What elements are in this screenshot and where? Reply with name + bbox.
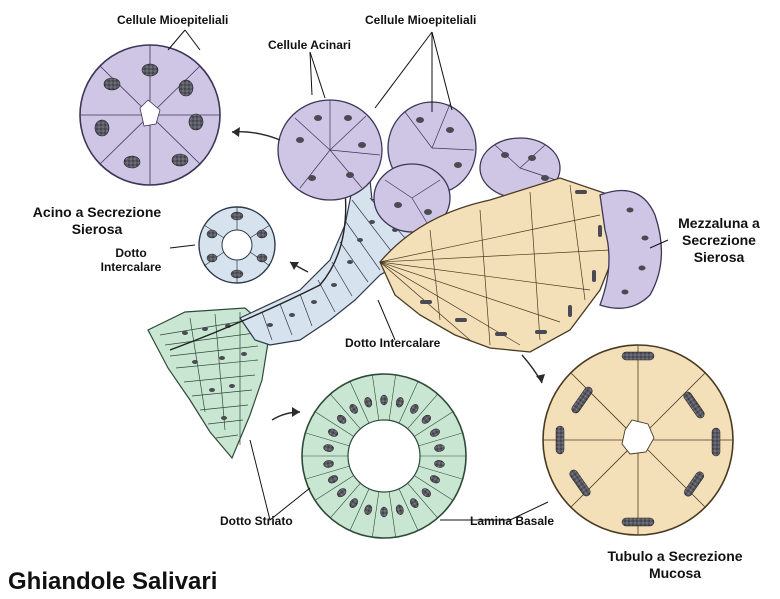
striated-duct-section [302, 374, 466, 538]
label-intercalated-duct-left-line2: Intercalare [95, 260, 167, 274]
serous-demilune-shape [600, 191, 661, 309]
intercalated-duct-section [199, 207, 275, 283]
label-serous-acinus-line1: Acino a Secrezione [22, 204, 172, 221]
striated-cell-nucleus [381, 507, 388, 517]
label-myoepithelial-cells-left: Cellule Mioepiteliali [117, 13, 228, 27]
label-acinar-cells: Cellule Acinari [268, 38, 351, 52]
striated-cell-nucleus [381, 395, 388, 405]
label-basal-lamina: Lamina Basale [470, 514, 554, 528]
label-myoepithelial-cells-right: Cellule Mioepiteliali [365, 13, 476, 27]
label-serous-acinus: Acino a Secrezione Sierosa [22, 204, 172, 238]
label-intercalated-duct-center: Dotto Intercalare [345, 336, 440, 350]
label-serous-demilune-line3: Sierosa [660, 249, 778, 266]
serous-acinus-section [80, 45, 220, 185]
label-serous-demilune-line2: Secrezione [660, 232, 778, 249]
page-title: Ghiandole Salivari [8, 568, 217, 596]
label-mucous-tubule-line2: Mucosa [575, 565, 775, 582]
label-serous-demilune: Mezzaluna a Secrezione Sierosa [660, 215, 778, 266]
label-intercalated-duct-left-line1: Dotto [95, 246, 167, 260]
mucous-tubule-section [543, 345, 733, 535]
label-serous-demilune-line1: Mezzaluna a [660, 215, 778, 232]
label-intercalated-duct-left: Dotto Intercalare [95, 246, 167, 274]
label-mucous-tubule-line1: Tubulo a Secrezione [575, 548, 775, 565]
label-striated-duct: Dotto Striato [220, 514, 293, 528]
label-serous-acinus-line2: Sierosa [22, 221, 172, 238]
label-mucous-tubule: Tubulo a Secrezione Mucosa [575, 548, 775, 582]
